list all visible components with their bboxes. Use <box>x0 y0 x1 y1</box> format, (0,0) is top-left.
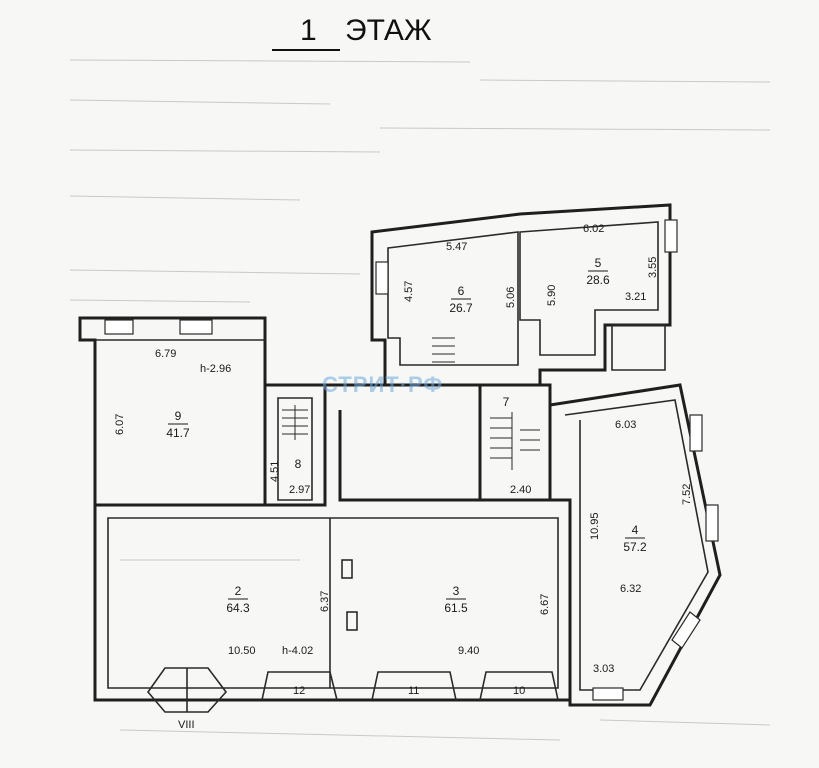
dim-r3-bottom: 9.40 <box>458 645 479 657</box>
dim-r4-mid: 6.32 <box>620 583 641 595</box>
pillar <box>341 559 353 579</box>
dim-r2-side: 6.37 <box>319 591 331 612</box>
bay-11: 11 <box>408 685 419 697</box>
room-4-number: 4 <box>632 523 639 537</box>
room-7-number: 7 <box>503 395 510 409</box>
background-noise <box>69 59 771 741</box>
watermark-text: СТРИТ·РФ <box>322 372 443 397</box>
floor-number: 1 <box>300 14 317 47</box>
room-5-number: 5 <box>595 256 602 270</box>
room-2-label: 2 64.3 <box>226 584 250 615</box>
dim-r5-left: 5.90 <box>546 285 558 306</box>
dim-r6-left: 4.57 <box>403 281 415 302</box>
floor-title: 1 ЭТАЖ <box>272 14 432 51</box>
entrance-label: VIII <box>178 719 195 731</box>
dimension-labels: 6.79 h-2.96 6.07 4.51 2.97 5.47 4.57 5.0… <box>114 223 693 675</box>
dim-r2-height: h-4.02 <box>282 645 313 657</box>
room-8-label: 8 <box>295 457 302 471</box>
dim-r2-bottom: 10.50 <box>228 645 256 657</box>
room-2-number: 2 <box>235 584 242 598</box>
windows <box>104 219 719 701</box>
stairs <box>282 337 540 470</box>
room-3-label: 3 61.5 <box>444 584 468 615</box>
room-9-area: 41.7 <box>166 426 190 440</box>
dim-r8-side: 4.51 <box>269 461 281 482</box>
room-8-number: 8 <box>295 457 302 471</box>
room-5-area: 28.6 <box>586 273 610 287</box>
dim-r9-side: 6.07 <box>114 414 126 435</box>
room-9-number: 9 <box>175 409 182 423</box>
dim-r5-right: 3.55 <box>647 257 659 278</box>
room-2-area: 64.3 <box>226 601 250 615</box>
dim-r5-top: 6.02 <box>583 223 604 235</box>
dim-r8-bottom: 2.97 <box>289 484 310 496</box>
dim-r4-left: 10.95 <box>589 512 601 540</box>
floor-word: ЭТАЖ <box>345 14 432 47</box>
room-6-area: 26.7 <box>449 301 473 315</box>
pillar <box>346 611 358 631</box>
room-4-area: 57.2 <box>623 540 647 554</box>
bay-10: 10 <box>513 685 525 697</box>
dim-r5-bottom: 3.21 <box>625 291 646 303</box>
dim-r9-top: 6.79 <box>155 348 176 360</box>
dim-r9-height: h-2.96 <box>200 363 231 375</box>
room-7-label: 7 <box>503 395 510 409</box>
dim-r4-bottom: 3.03 <box>593 663 614 675</box>
room-4-label: 4 57.2 <box>623 523 647 554</box>
room-3-area: 61.5 <box>444 601 468 615</box>
room-6-label: 6 26.7 <box>449 284 473 315</box>
dim-r7-bottom: 2.40 <box>510 484 531 496</box>
dim-r6-right: 5.06 <box>505 287 517 308</box>
walls <box>78 203 722 713</box>
dim-r4-right: 7.52 <box>681 484 693 505</box>
room-6-number: 6 <box>458 284 465 298</box>
room-5-label: 5 28.6 <box>586 256 610 287</box>
dim-r6-top: 5.47 <box>446 241 467 253</box>
bay-12: 12 <box>293 685 305 697</box>
bay-labels: 12 11 10 VIII <box>178 685 525 731</box>
dim-r4-top: 6.03 <box>615 419 636 431</box>
room-9-label: 9 41.7 <box>166 409 190 440</box>
room-3-number: 3 <box>453 584 460 598</box>
dim-r3-side: 6.67 <box>539 594 551 615</box>
